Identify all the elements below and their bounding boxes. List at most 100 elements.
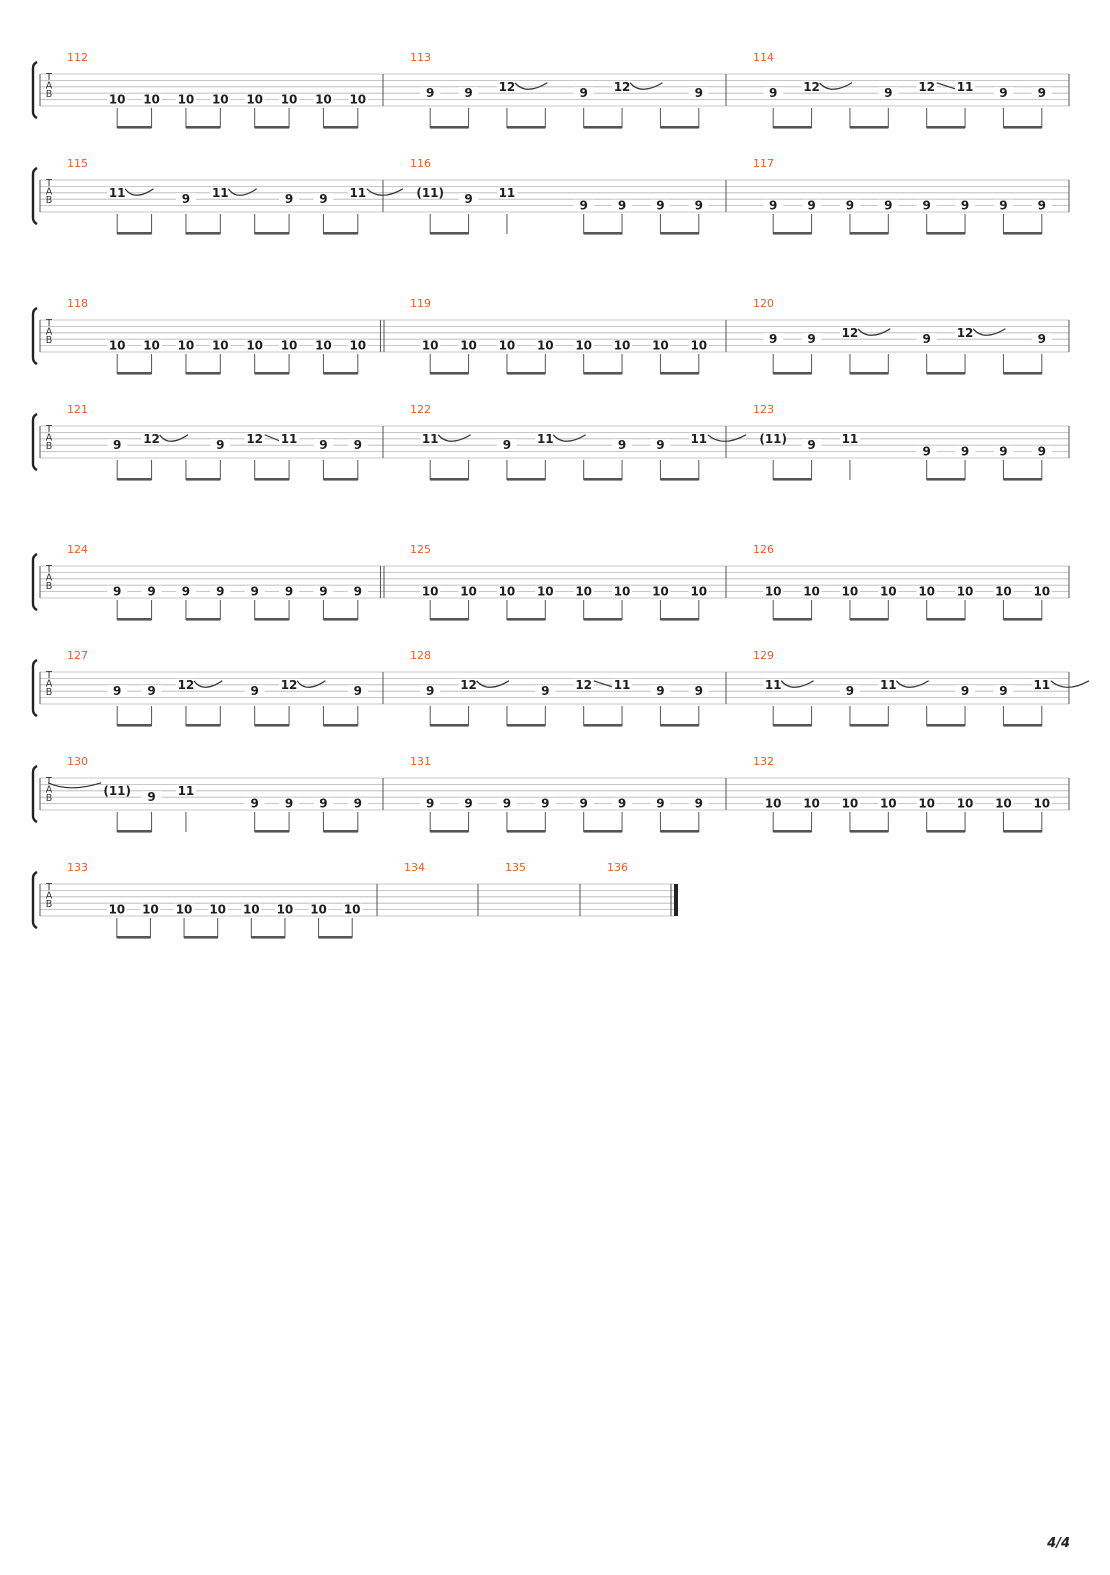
fret-backdrop [763, 797, 784, 809]
fret-backdrop [107, 93, 128, 105]
fret-number: 9 [285, 797, 293, 811]
fret-number: 10 [243, 903, 260, 917]
beam [849, 830, 889, 833]
beam [773, 478, 812, 481]
fret-backdrop [955, 199, 976, 211]
fret-number: 9 [354, 585, 362, 599]
tab-clef-letter: B [46, 899, 53, 910]
measure-number: 136 [607, 861, 628, 874]
fret-number: 11 [1033, 678, 1050, 692]
fret-backdrop [688, 432, 709, 444]
beam [773, 724, 812, 727]
fret-number: 10 [109, 93, 126, 107]
fret-backdrop [612, 439, 633, 451]
beam [926, 372, 966, 375]
fret-number: 10 [918, 585, 935, 599]
beam [773, 618, 812, 621]
fret-backdrop [839, 585, 860, 597]
fret-backdrop [955, 326, 976, 338]
beam [1003, 618, 1042, 621]
fret-backdrop [993, 797, 1014, 809]
beam [430, 618, 469, 621]
fret-backdrop [763, 678, 784, 690]
fret-backdrop [916, 199, 937, 211]
fret-backdrop [342, 903, 363, 915]
fret-number: 9 [464, 797, 472, 811]
fret-backdrop [244, 432, 265, 444]
fret-number: 9 [999, 684, 1007, 698]
fret-number: 9 [961, 445, 969, 459]
fret-number: 10 [537, 585, 554, 599]
tab-clef-letter: A [46, 573, 53, 584]
beam [506, 830, 546, 833]
fret-number: 12 [281, 678, 298, 692]
beam [117, 830, 152, 833]
fret-backdrop [916, 333, 937, 345]
measure-number: 124 [67, 543, 88, 556]
fret-number: 10 [1033, 797, 1050, 811]
fret-backdrop [688, 685, 709, 697]
system-bracket [31, 764, 38, 824]
fret-backdrop [420, 87, 441, 99]
fret-number: 10 [995, 585, 1012, 599]
fret-backdrop [1031, 333, 1052, 345]
tie [707, 434, 747, 442]
measure-number: 127 [67, 649, 88, 662]
fret-number: 9 [656, 438, 664, 452]
fret-number: 9 [251, 797, 259, 811]
fret-backdrop [573, 678, 594, 690]
fret-number: 10 [143, 339, 160, 353]
fret-backdrop [612, 199, 633, 211]
fret-number: 12 [918, 80, 935, 94]
fret-number: 10 [880, 585, 897, 599]
tab-clef-letter: A [46, 891, 53, 902]
fret-number: 9 [503, 797, 511, 811]
fret-number: 9 [147, 684, 155, 698]
beam [323, 372, 358, 375]
fret-number: 12 [143, 432, 160, 446]
fret-number: 10 [212, 339, 229, 353]
beam [254, 830, 290, 833]
fret-number: 11 [178, 784, 195, 798]
fret-backdrop [650, 339, 671, 351]
fret-backdrop [420, 585, 441, 597]
fret-number: 9 [961, 684, 969, 698]
tie [159, 434, 189, 442]
fret-backdrop [955, 80, 976, 92]
fret-number: 9 [426, 684, 434, 698]
fret-backdrop [279, 193, 300, 205]
beam [506, 478, 546, 481]
fret-number: 11 [349, 186, 366, 200]
fret-backdrop [279, 432, 300, 444]
fret-number: 10 [277, 903, 294, 917]
fret-number: 9 [251, 585, 259, 599]
tab-clef-letter: T [45, 776, 52, 787]
tab-clef-letter: T [45, 72, 52, 83]
fret-backdrop [207, 903, 228, 915]
fret-number: 9 [319, 585, 327, 599]
system-bracket [31, 658, 38, 718]
beam [1003, 126, 1042, 129]
fret-number: 10 [281, 339, 298, 353]
fret-backdrop [1031, 678, 1052, 690]
fret-backdrop [650, 797, 671, 809]
fret-backdrop [801, 80, 822, 92]
beam [773, 126, 812, 129]
fret-number: 10 [460, 585, 477, 599]
system-bracket [31, 870, 38, 930]
fret-backdrop [916, 445, 937, 457]
beam [926, 618, 966, 621]
beam [506, 724, 546, 727]
fret-backdrop [141, 432, 162, 444]
fret-number: 9 [147, 585, 155, 599]
fret-backdrop [573, 585, 594, 597]
fret-backdrop [175, 678, 196, 690]
fret-number: 10 [281, 93, 298, 107]
measure-number: 125 [410, 543, 431, 556]
beam [773, 232, 812, 235]
beam [254, 724, 290, 727]
fret-backdrop [107, 784, 128, 796]
fret-backdrop [612, 585, 633, 597]
